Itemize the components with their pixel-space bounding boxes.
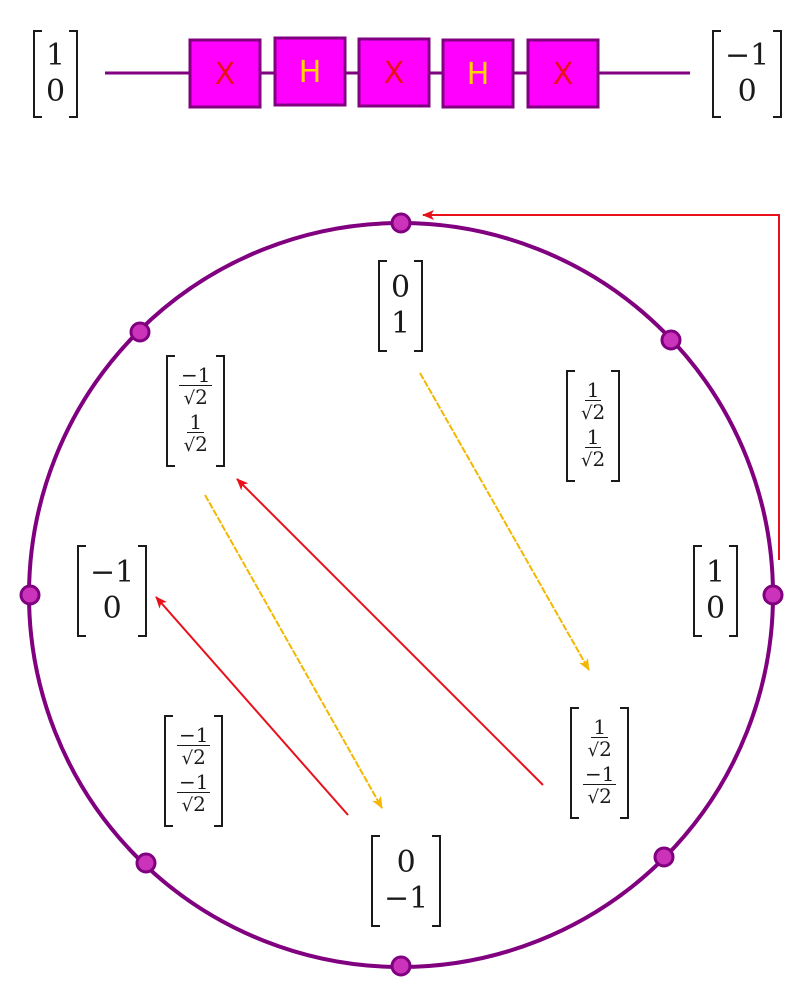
- state-upper-right-entry-1: 1 √2: [579, 380, 607, 425]
- state-upper-left-entry-1-denominator: √2: [183, 385, 208, 409]
- state-dot: [390, 212, 412, 234]
- gate-4: H: [441, 38, 515, 109]
- state-upper-left-entry-2: 1 √2: [182, 412, 210, 457]
- state-dot: [135, 852, 157, 874]
- state-upper-right-entry-2-numerator: 1: [584, 425, 602, 449]
- state-upper-left-entry-2-denominator: √2: [183, 432, 208, 456]
- state-left-entry-2: 0: [102, 591, 122, 626]
- state-lower-left-entry-2: −1 √2: [177, 770, 211, 817]
- state-right-entry-1: 1: [706, 555, 726, 590]
- state-lower-right-entry-1-denominator: √2: [587, 737, 612, 761]
- state-lower-left-entry-2-numerator: −1: [177, 770, 211, 794]
- x-transition-arrow: [155, 596, 349, 816]
- state-lower-right-entry-1: 1 √2: [586, 717, 614, 762]
- state-upper-left-entry-1: −1 √2: [179, 363, 213, 410]
- state-bottom-entry-2: −1: [384, 881, 429, 916]
- gate-3: X: [357, 37, 431, 108]
- state-left: −1 0: [77, 545, 148, 637]
- gate-5: X: [526, 38, 600, 109]
- gate-3-label: X: [384, 56, 405, 91]
- state-right: 1 0: [693, 545, 739, 637]
- state-lower-right-entry-2-numerator: −1: [583, 762, 617, 786]
- x-transition-arrow: [236, 478, 544, 786]
- state-lower-right-entry-2-denominator: √2: [587, 784, 612, 808]
- state-bottom-entry-1: 0: [396, 845, 416, 880]
- state-right-entry-2: 0: [706, 591, 726, 626]
- output-entry-2: 0: [737, 74, 757, 109]
- state-dot: [19, 584, 41, 606]
- state-dot: [762, 584, 784, 606]
- state-lower-left: −1 √2 −1 √2: [164, 715, 224, 827]
- state-upper-right-entry-1-denominator: √2: [581, 400, 606, 424]
- state-top-entry-2: 1: [391, 306, 411, 341]
- x-transition-arrow: [422, 210, 780, 560]
- state-left-entry-1: −1: [90, 555, 135, 590]
- gate-5-label: X: [553, 57, 574, 92]
- state-upper-left: −1 √2 1 √2: [166, 355, 226, 467]
- h-transition-arrow: [419, 372, 590, 671]
- input-entry-1: 1: [46, 38, 66, 73]
- state-upper-left-entry-2-numerator: 1: [187, 410, 205, 434]
- state-lower-left-entry-1: −1 √2: [177, 723, 211, 770]
- state-top-entry-1: 0: [391, 270, 411, 305]
- state-upper-right-entry-1-numerator: 1: [584, 378, 602, 402]
- state-lower-right: 1 √2 −1 √2: [570, 707, 630, 819]
- state-lower-left-entry-1-denominator: √2: [181, 745, 206, 769]
- gate-2-label: H: [299, 55, 322, 90]
- state-dot: [653, 846, 675, 868]
- state-dot: [390, 955, 412, 977]
- state-upper-left-entry-1-numerator: −1: [179, 363, 213, 387]
- output-entry-1: −1: [725, 38, 770, 73]
- state-upper-right-entry-2: 1 √2: [579, 427, 607, 472]
- state-upper-right-entry-2-denominator: √2: [581, 447, 606, 471]
- h-transition-arrow: [204, 494, 383, 809]
- gate-1-label: X: [215, 57, 236, 92]
- output-state-vector: −1 0: [712, 30, 783, 118]
- state-dot: [660, 329, 682, 351]
- gate-4-label: H: [467, 57, 490, 92]
- state-upper-right: 1 √2 1 √2: [566, 370, 621, 482]
- gate-2: H: [273, 36, 347, 107]
- state-lower-left-entry-2-denominator: √2: [181, 792, 206, 816]
- state-bottom: 0 −1: [371, 835, 442, 927]
- state-dot: [129, 321, 151, 343]
- state-lower-right-entry-1-numerator: 1: [591, 715, 609, 739]
- state-top: 0 1: [378, 260, 424, 352]
- gate-1: X: [188, 38, 262, 109]
- input-entry-2: 0: [46, 74, 66, 109]
- state-lower-right-entry-2: −1 √2: [583, 762, 617, 809]
- state-lower-left-entry-1-numerator: −1: [177, 723, 211, 747]
- input-state-vector: 1 0: [33, 30, 79, 118]
